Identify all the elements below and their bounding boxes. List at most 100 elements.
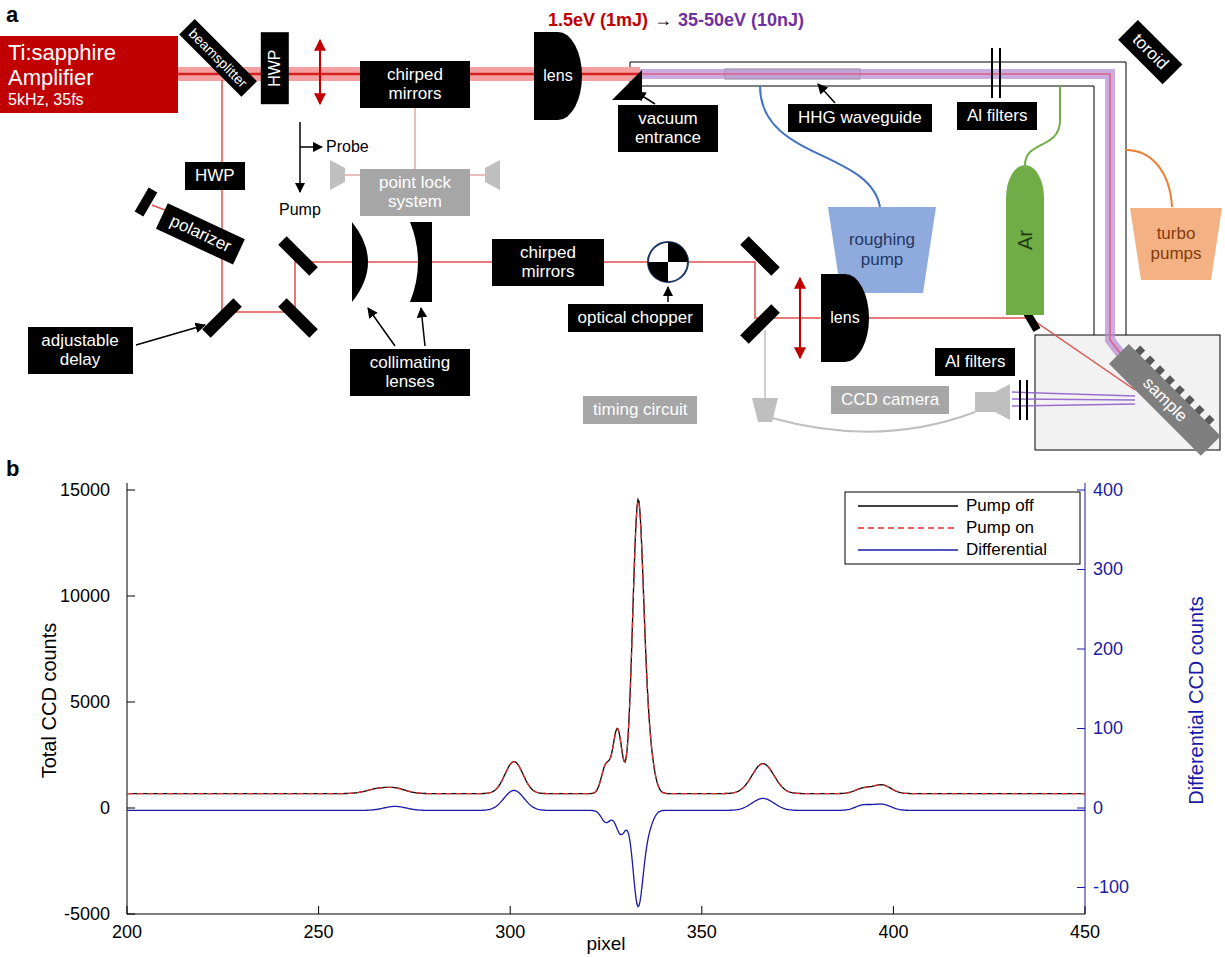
node-title: polarizer <box>166 211 233 256</box>
trace-pump-off <box>127 500 1085 794</box>
node-title: HHG waveguide <box>798 108 922 128</box>
node-title: collimating lenses <box>360 353 460 392</box>
tick-label: 100 <box>1093 718 1123 739</box>
waveplate: HWP <box>261 32 289 104</box>
mirror <box>740 236 780 276</box>
node-title: Al filters <box>945 352 1005 372</box>
tick-label: 10000 <box>60 586 110 607</box>
legend-label: Pump on <box>966 518 1034 538</box>
tick-label: 450 <box>1070 922 1100 943</box>
label-box: vacuum entrance <box>618 105 718 152</box>
polarization-arrow <box>799 278 801 358</box>
mirror <box>740 304 780 344</box>
conversion-arrow: → <box>654 10 672 31</box>
axis-title: pixel <box>587 933 626 955</box>
trace-pump-on <box>127 501 1085 794</box>
laser-source-box: Ti:sapphire Amplifier5kHz, 35fs <box>0 36 178 113</box>
gas-cylinder: Ar <box>1006 165 1044 315</box>
quad-detector <box>330 160 345 190</box>
panel-letter: a <box>6 2 18 27</box>
node-title: chirped mirrors <box>370 65 460 104</box>
scattered-xuv <box>1012 392 1135 406</box>
camera-icon <box>975 384 1010 420</box>
node-title: point lock system <box>370 173 460 212</box>
photodiode-beam <box>764 330 766 398</box>
node-title: adjustable delay <box>38 331 123 370</box>
label-box: CCD camera <box>831 386 949 414</box>
leader-arrow <box>368 308 395 346</box>
tick-label: 200 <box>112 922 142 943</box>
tick-label: 0 <box>1093 798 1103 819</box>
axis-title: Total CCD counts <box>38 622 61 778</box>
chart-axes <box>127 483 1085 914</box>
tick-marks <box>127 490 135 914</box>
node-title: lens <box>543 67 572 85</box>
tick-label: 15000 <box>60 480 110 501</box>
node-title: toroid <box>1128 30 1172 74</box>
label-box: Al filters <box>935 348 1015 376</box>
chopper-wheel <box>648 242 688 282</box>
chirped-mirrors-box: chirped mirrors <box>492 239 604 286</box>
trigger-cable <box>772 412 975 432</box>
legend-box <box>845 492 1080 564</box>
label-box: Al filters <box>957 102 1037 130</box>
photon-energy: 1.5eV (1mJ) <box>548 10 648 31</box>
chart-traces <box>127 500 1085 907</box>
filter-plates <box>1020 380 1027 420</box>
tick-label: 350 <box>687 922 717 943</box>
chopper-blades <box>648 242 688 282</box>
mirrors <box>135 187 1041 343</box>
node-title: chirped mirrors <box>502 243 594 282</box>
vacuum-tube <box>630 62 1126 335</box>
tick-label: -5000 <box>64 904 110 925</box>
mirror <box>202 298 242 338</box>
photon-energy: 35-50eV (10nJ) <box>678 10 804 31</box>
node-title: HWP <box>195 166 235 186</box>
panel-letter: b <box>6 456 19 481</box>
tick-label: 400 <box>878 922 908 943</box>
tick-label: 300 <box>495 922 525 943</box>
concave-lens <box>410 222 432 302</box>
lens: lens <box>534 32 582 120</box>
axis-line <box>127 483 1085 914</box>
quad-detector <box>485 160 500 190</box>
node-title: optical chopper <box>578 308 693 328</box>
filter-plates <box>992 48 1000 98</box>
node-title: HWP <box>266 50 284 87</box>
turbo-line <box>1126 150 1172 207</box>
leader-arrow <box>636 92 655 104</box>
leader-arrow <box>818 84 835 103</box>
leader-arrow <box>667 287 669 302</box>
leader-arrow <box>136 325 205 345</box>
legend-line <box>858 549 958 551</box>
tick-marks <box>127 906 1085 914</box>
legend-label: Pump off <box>966 496 1034 516</box>
sample: sample <box>1109 344 1220 455</box>
tick-label: 5000 <box>70 692 110 713</box>
axis-title: Differential CCD counts <box>1184 596 1207 805</box>
node-title: CCD camera <box>841 390 939 410</box>
tick-label: 200 <box>1093 639 1123 660</box>
node-title: turbo pumps <box>1140 224 1212 263</box>
tick-label: 250 <box>304 922 334 943</box>
pump-beam <box>222 80 1135 390</box>
label-box: optical chopper <box>568 304 703 332</box>
node-title: lens <box>830 309 859 327</box>
mirror <box>278 236 318 276</box>
node-title: vacuum entrance <box>628 109 708 148</box>
beam-dump <box>135 187 158 216</box>
tick-label: -100 <box>1093 877 1129 898</box>
legend-line <box>858 505 958 507</box>
sample-grating <box>1135 346 1215 426</box>
pump-trapezoid: turbo pumps <box>1130 208 1222 280</box>
tick-label: 300 <box>1093 559 1123 580</box>
label-box: timing circuit <box>583 396 697 424</box>
label-box: HHG waveguide <box>788 104 932 132</box>
node-shape <box>1006 165 1044 315</box>
polarizer: polarizer <box>156 203 245 264</box>
mirror <box>278 298 318 338</box>
polarization-arrow <box>319 40 321 104</box>
leader-arrow <box>421 308 425 346</box>
